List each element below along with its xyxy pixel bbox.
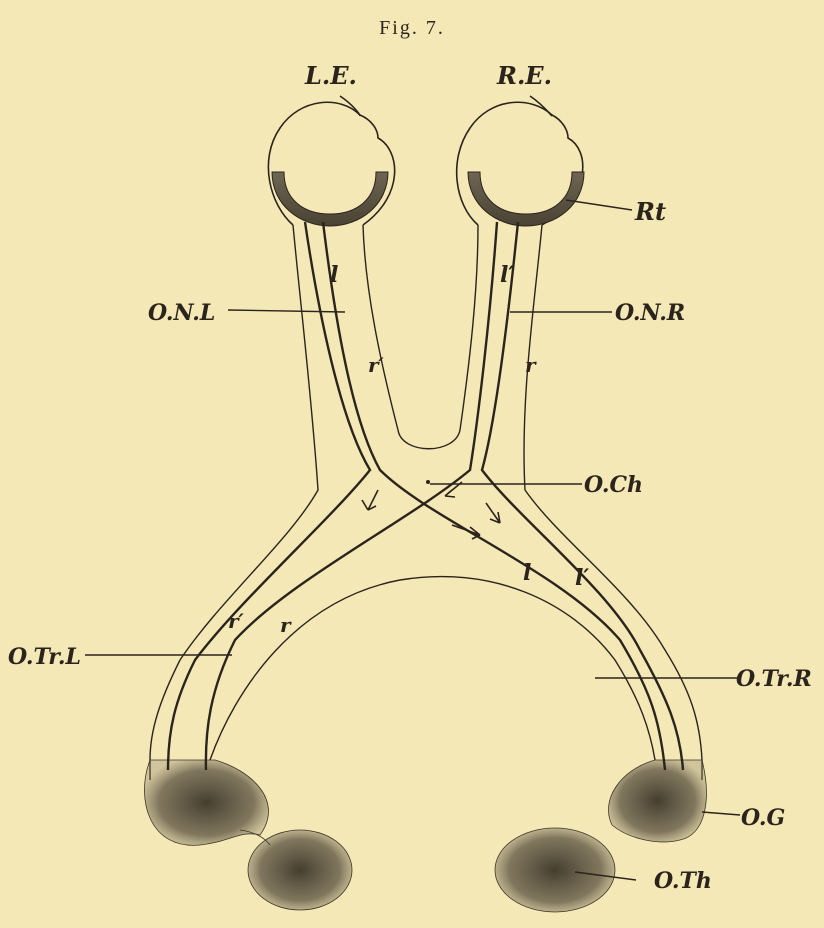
label-optic-ganglion: O.G [741, 805, 785, 831]
left-optic-ganglion [144, 760, 268, 845]
label-left-eye: L.E. [304, 61, 357, 90]
chiasma-point [426, 480, 430, 484]
fiber-letter-l-prime-nerve: l′ [500, 262, 514, 288]
right-optic-thalamus [495, 828, 615, 912]
fiber-letter-r-nerve: r [525, 353, 537, 377]
figure-title: Fig. 7. [379, 17, 445, 39]
fiber-letter-l-tract: l [523, 560, 531, 586]
label-optic-nerve-left: O.N.L [148, 300, 215, 326]
label-optic-thalamus: O.Th [654, 868, 712, 894]
label-optic-nerve-right: O.N.R [615, 300, 685, 326]
label-optic-chiasma: O.Ch [584, 472, 643, 498]
left-optic-thalamus [240, 830, 352, 910]
fiber-letter-r-prime-tract: r′ [228, 609, 245, 633]
fiber-letter-r-tract: r [280, 613, 292, 637]
fiber-r-cross [206, 222, 497, 770]
label-optic-tract-left: O.Tr.L [8, 644, 81, 670]
right-optic-ganglion [609, 760, 707, 842]
fiber-letter-l-nerve: l [330, 262, 338, 288]
label-optic-tract-right: O.Tr.R [736, 666, 812, 692]
fiber-letter-r-prime-nerve: r′ [368, 353, 385, 377]
label-right-eye: R.E. [496, 61, 552, 90]
label-retina: Rt [634, 197, 666, 226]
left-retina [272, 172, 388, 226]
fiber-letter-l-prime-tract: l′ [575, 565, 589, 591]
right-retina [468, 172, 584, 226]
